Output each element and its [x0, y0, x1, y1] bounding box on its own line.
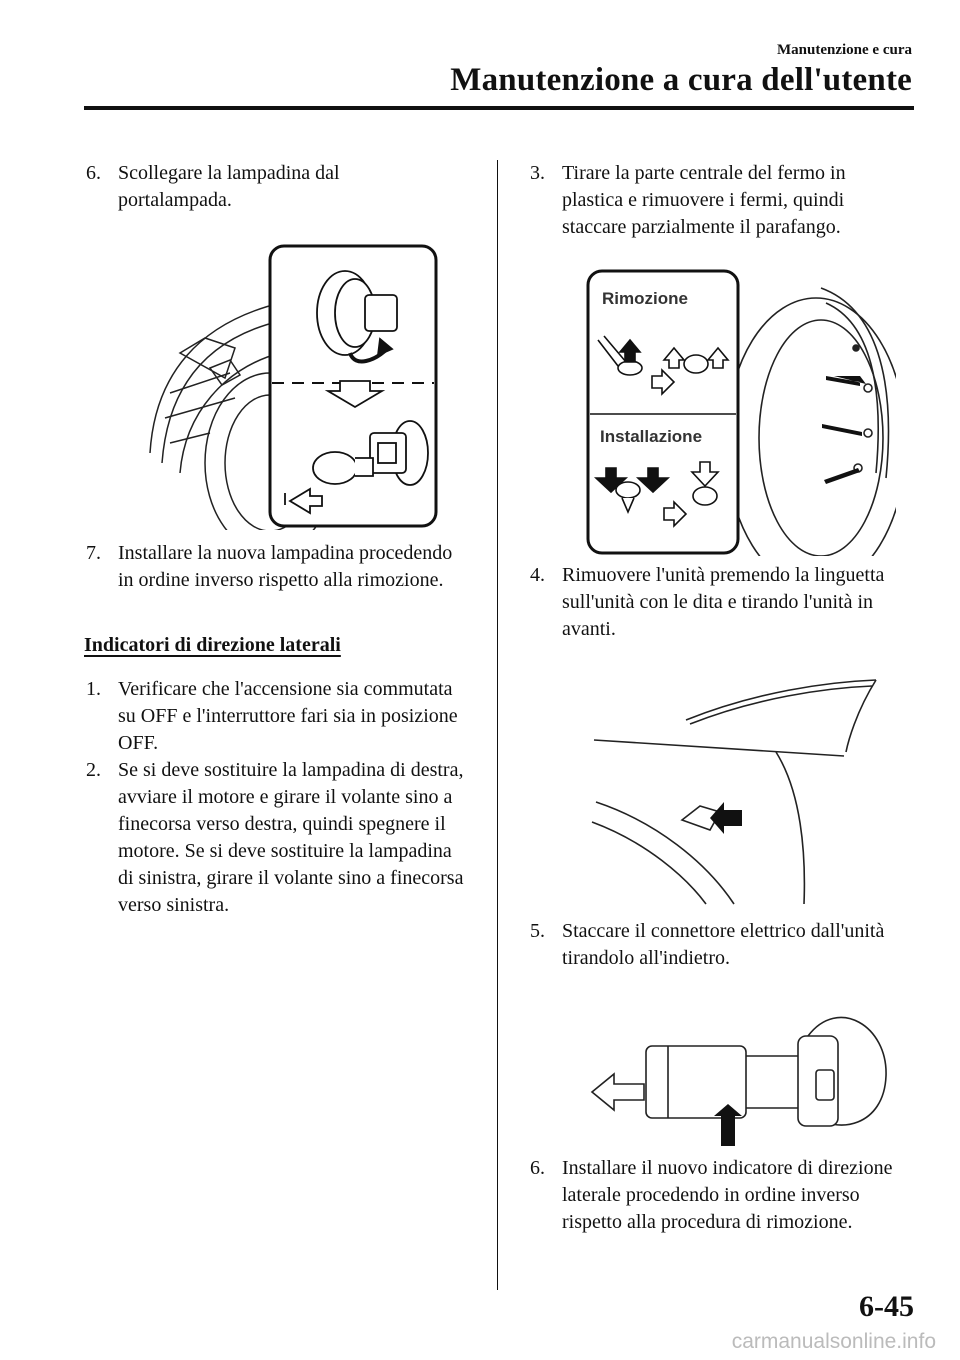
step-text: Se si deve sostituire la lampadina di de… — [118, 759, 464, 916]
right-step-6: 6. Installare il nuovo indicatore di dir… — [530, 1155, 915, 1236]
unit-removal-illustration — [591, 679, 877, 905]
step-text: Rimuovere l'unità premendo la linguetta … — [562, 564, 885, 640]
page-number: 6-45 — [859, 1290, 914, 1323]
bulb-removal-illustration — [149, 244, 438, 530]
step-number: 5. — [530, 920, 545, 942]
right-step-4: 4. Rimuovere l'unità premendo la linguet… — [530, 562, 915, 643]
connector-removal-illustration — [590, 1016, 887, 1146]
install-label: Installazione — [600, 427, 702, 446]
left-step-1: 1. Verificare che l'accensione sia commu… — [86, 676, 466, 757]
right-step-5: 5. Staccare il connettore elettrico dall… — [530, 918, 900, 972]
step-number: 3. — [530, 162, 545, 184]
step-text: Tirare la parte centrale del fermo in pl… — [562, 162, 846, 238]
footer-watermark[interactable]: carmanualsonline.info — [731, 1330, 936, 1353]
step-number: 7. — [86, 542, 101, 564]
step-text: Installare la nuova lampadina procedendo… — [118, 542, 453, 591]
step-text: Staccare il connettore elettrico dall'un… — [562, 920, 885, 969]
page-title: Manutenzione a cura dell'utente — [450, 62, 912, 98]
left-step-7: 7. Installare la nuova lampadina procede… — [86, 540, 466, 594]
section-title: Manutenzione e cura — [777, 42, 912, 58]
left-step-6: 6. Scollegare la lampadina dal portalamp… — [86, 160, 416, 214]
right-step-3: 3. Tirare la parte centrale del fermo in… — [530, 160, 900, 241]
step-number: 6. — [86, 162, 101, 184]
column-divider — [497, 160, 498, 1290]
clip-removal-illustration: Rimozione Installazione — [586, 269, 896, 556]
step-text: Scollegare la lampadina dal portalampada… — [118, 162, 340, 211]
step-text: Installare il nuovo indicatore di direzi… — [562, 1157, 893, 1233]
left-step-2: 2. Se si deve sostituire la lampadina di… — [86, 757, 468, 919]
subheading: Indicatori di direzione laterali — [84, 634, 341, 656]
removal-label: Rimozione — [602, 289, 688, 308]
step-number: 1. — [86, 678, 101, 700]
step-text: Verificare che l'accensione sia commutat… — [118, 678, 458, 754]
step-number: 4. — [530, 564, 545, 586]
step-number: 6. — [530, 1157, 545, 1179]
step-number: 2. — [86, 759, 101, 781]
header-rule — [84, 106, 914, 110]
